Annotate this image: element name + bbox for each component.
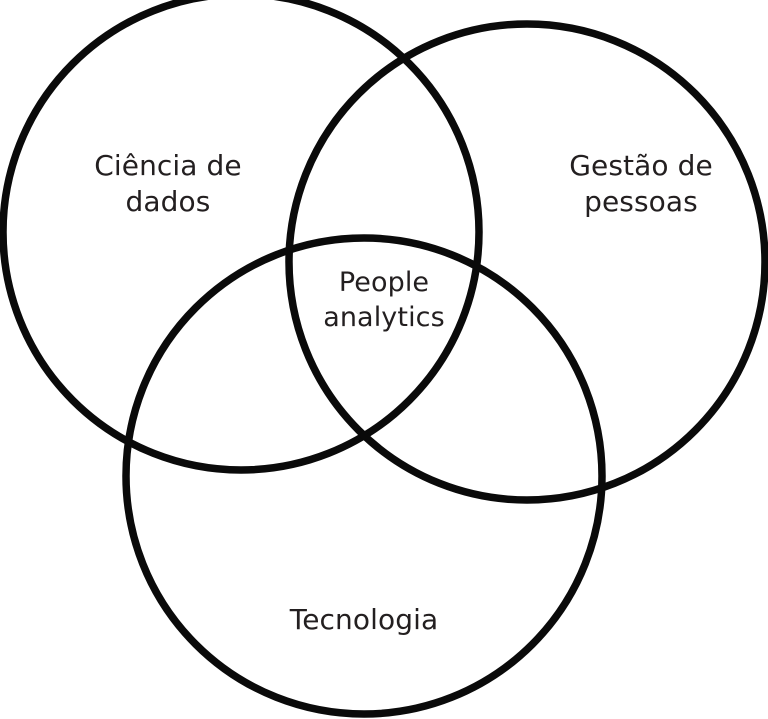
circle-people-management [285, 20, 768, 504]
label-people-management: Gestão de pessoas [569, 149, 713, 219]
circle-technology [122, 234, 606, 718]
label-data-science: Ciência de dados [94, 149, 242, 219]
circle-data-science [0, 0, 483, 474]
label-people-analytics: People analytics [323, 267, 445, 334]
label-technology: Tecnologia [289, 603, 439, 636]
